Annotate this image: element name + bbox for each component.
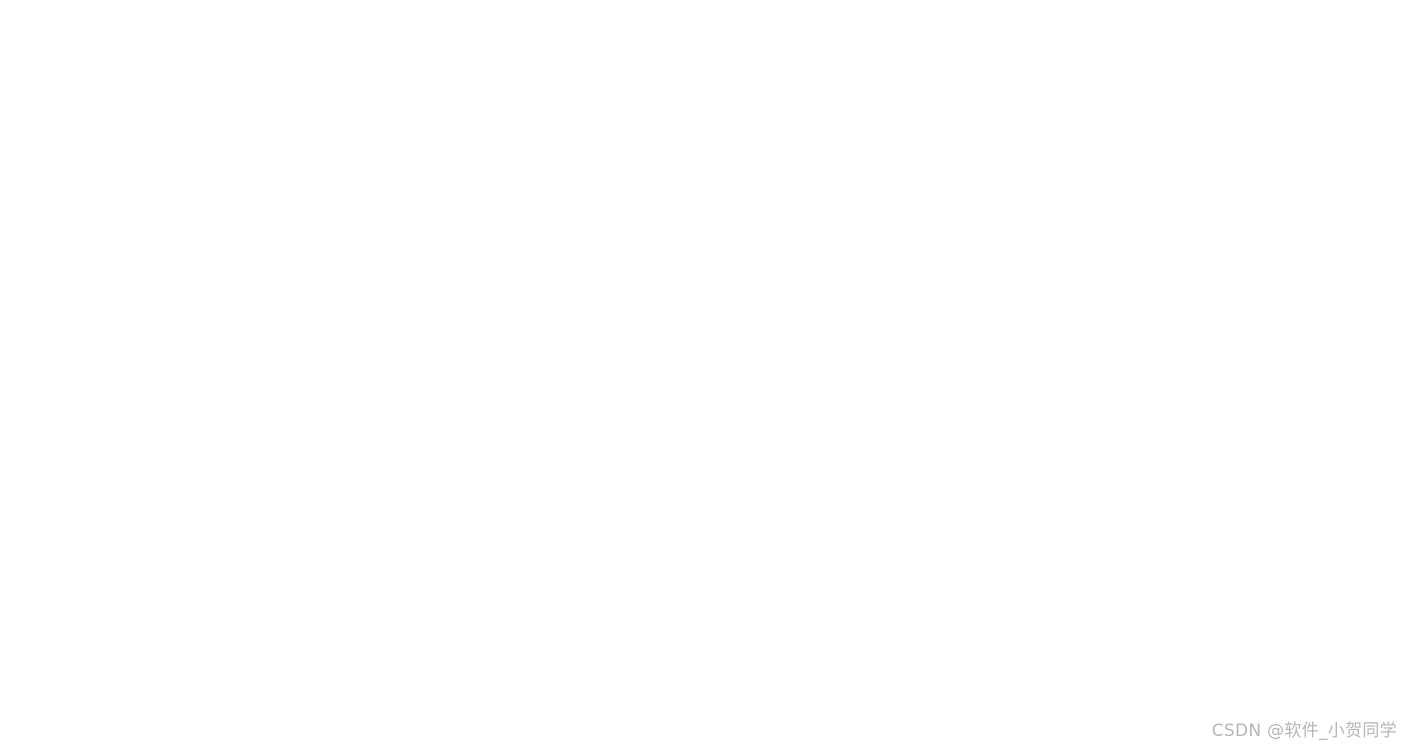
watermark: CSDN @软件_小贺同学 [1211, 721, 1397, 741]
